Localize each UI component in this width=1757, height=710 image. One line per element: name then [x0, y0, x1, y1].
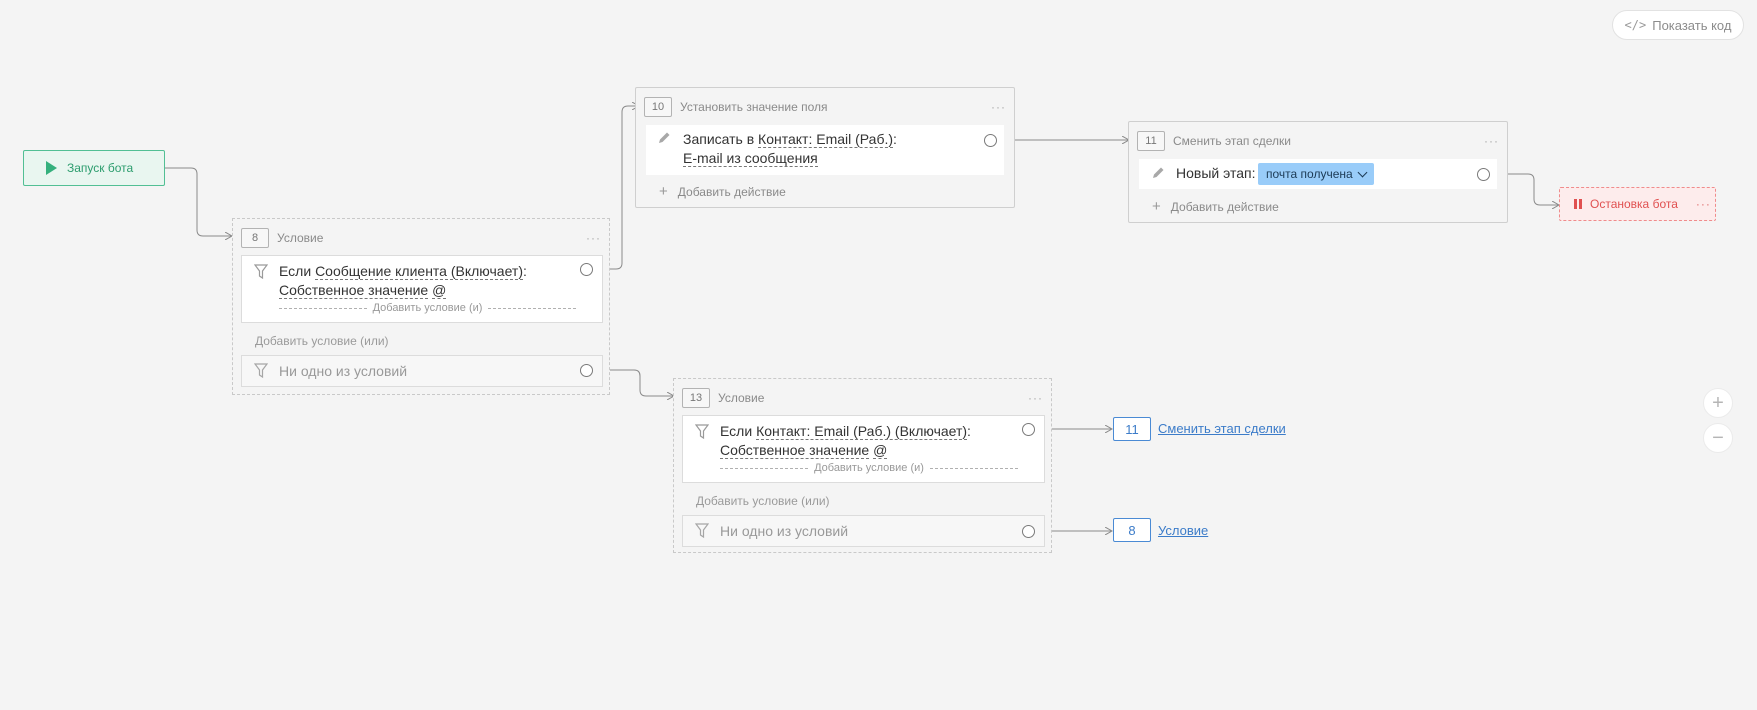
zoom-out-button[interactable]: − — [1703, 423, 1733, 453]
target-field[interactable]: Контакт: Email (Раб.) — [758, 131, 894, 148]
output-port[interactable] — [1022, 423, 1035, 436]
condition-block-8[interactable]: 8 Условие ··· Если Сообщение клиента (Вк… — [232, 218, 610, 395]
divider — [929, 467, 1018, 469]
stop-menu-icon[interactable]: ··· — [1695, 197, 1711, 211]
add-condition-and[interactable]: Добавить условие (и) — [720, 462, 1018, 474]
filter-icon — [254, 363, 268, 379]
condition-text: Если Контакт: Email (Раб.) (Включает): С… — [720, 422, 971, 460]
none-of-conditions-row[interactable]: Ни одно из условий — [241, 355, 603, 387]
condition-field[interactable]: Контакт: Email (Раб.) (Включает) — [756, 423, 968, 440]
condition-operand[interactable]: @ — [873, 442, 888, 459]
block-header: 10 Установить значение поля ··· — [644, 96, 1006, 118]
play-icon — [46, 161, 57, 175]
action-row[interactable]: Новый этап: почта получена — [1139, 159, 1497, 189]
none-of-conditions-label: Ни одно из условий — [720, 523, 849, 539]
chevron-down-icon — [1357, 167, 1368, 177]
output-port[interactable] — [580, 263, 593, 276]
write-in-label: Записать в — [683, 131, 755, 147]
none-of-conditions-label: Ни одно из условий — [279, 363, 408, 379]
block-number: 8 — [241, 228, 269, 248]
plus-icon: + — [659, 183, 668, 200]
filter-icon — [254, 264, 268, 280]
stop-bot-label: Остановка бота — [1590, 197, 1678, 211]
connector-start-to-8 — [165, 167, 232, 236]
add-action-label: Добавить действие — [677, 184, 786, 199]
pencil-icon — [1153, 167, 1164, 178]
condition-row[interactable]: Если Контакт: Email (Раб.) (Включает): С… — [682, 415, 1045, 483]
add-condition-or[interactable]: Добавить условие (или) — [696, 494, 830, 508]
divider — [720, 467, 809, 469]
colon: : — [522, 263, 527, 279]
start-bot-node[interactable]: Запуск бота — [23, 150, 165, 186]
condition-text: Если Сообщение клиента (Включает): Собст… — [279, 262, 527, 300]
add-action-button[interactable]: + Добавить действие — [659, 183, 786, 200]
change-stage-block-11[interactable]: 11 Сменить этап сделки ··· Новый этап: п… — [1128, 121, 1508, 223]
condition-operand[interactable]: @ — [432, 282, 447, 299]
none-of-conditions-row[interactable]: Ни одно из условий — [682, 515, 1045, 547]
output-port[interactable] — [984, 134, 997, 147]
colon: : — [967, 423, 971, 439]
block-title: Условие — [718, 391, 765, 405]
stop-bot-node[interactable]: Остановка бота ··· — [1559, 187, 1716, 221]
condition-field[interactable]: Сообщение клиента (Включает) — [315, 263, 523, 280]
show-code-button[interactable]: </> Показать код — [1612, 10, 1744, 40]
filter-icon — [695, 523, 709, 539]
colon: : — [893, 131, 897, 147]
add-action-button[interactable]: + Добавить действие — [1152, 198, 1279, 215]
ref-block-number[interactable]: 8 — [1113, 518, 1151, 542]
block-header: 13 Условие ··· — [682, 387, 1043, 409]
condition-row[interactable]: Если Сообщение клиента (Включает): Собст… — [241, 255, 603, 323]
action-text: Записать в Контакт: Email (Раб.): E-mail… — [683, 130, 897, 168]
condition-value[interactable]: Собственное значение — [279, 282, 429, 299]
block-menu-icon[interactable]: ··· — [1028, 391, 1043, 405]
add-action-label: Добавить действие — [1170, 199, 1279, 214]
show-code-label: Показать код — [1652, 17, 1732, 33]
output-port[interactable] — [1022, 525, 1035, 538]
ref-block-number[interactable]: 11 — [1113, 417, 1151, 441]
stage-select[interactable]: почта получена — [1258, 163, 1374, 185]
block-number: 11 — [1137, 131, 1165, 151]
block-number: 10 — [644, 97, 672, 117]
divider — [279, 307, 367, 309]
block-menu-icon[interactable]: ··· — [586, 231, 601, 245]
pencil-icon — [659, 132, 670, 143]
block-header: 11 Сменить этап сделки ··· — [1137, 130, 1499, 152]
pause-icon — [1574, 199, 1582, 209]
field-value[interactable]: E-mail из сообщения — [683, 150, 818, 167]
filter-icon — [695, 424, 709, 440]
condition-value[interactable]: Собственное значение — [720, 442, 870, 459]
code-icon: </> — [1624, 18, 1647, 32]
condition-block-13[interactable]: 13 Условие ··· Если Контакт: Email (Раб.… — [673, 378, 1052, 553]
add-condition-and-label: Добавить условие (и) — [372, 302, 483, 314]
output-port[interactable] — [1477, 168, 1490, 181]
output-port[interactable] — [580, 364, 593, 377]
block-menu-icon[interactable]: ··· — [1484, 134, 1499, 148]
block-number: 13 — [682, 388, 710, 408]
block-title: Сменить этап сделки — [1173, 134, 1291, 148]
new-stage-label: Новый этап: — [1176, 165, 1256, 181]
ref-link-condition[interactable]: Условие — [1158, 523, 1209, 538]
ref-link-change-stage[interactable]: Сменить этап сделки — [1158, 421, 1286, 436]
stage-value: почта получена — [1266, 167, 1353, 181]
add-condition-and-label: Добавить условие (и) — [814, 462, 924, 474]
divider — [488, 307, 576, 309]
if-label: Если — [279, 263, 312, 279]
add-condition-and[interactable]: Добавить условие (и) — [279, 302, 576, 314]
block-title: Условие — [277, 231, 324, 245]
start-bot-label: Запуск бота — [67, 161, 134, 175]
if-label: Если — [720, 423, 753, 439]
block-header: 8 Условие ··· — [241, 227, 601, 249]
block-title: Установить значение поля — [680, 100, 828, 114]
action-row[interactable]: Записать в Контакт: Email (Раб.): E-mail… — [646, 125, 1004, 175]
zoom-in-button[interactable]: + — [1703, 388, 1733, 418]
block-menu-icon[interactable]: ··· — [991, 100, 1006, 114]
set-field-block-10[interactable]: 10 Установить значение поля ··· Записать… — [635, 87, 1015, 208]
plus-icon: + — [1152, 198, 1161, 215]
add-condition-or[interactable]: Добавить условие (или) — [255, 334, 389, 348]
